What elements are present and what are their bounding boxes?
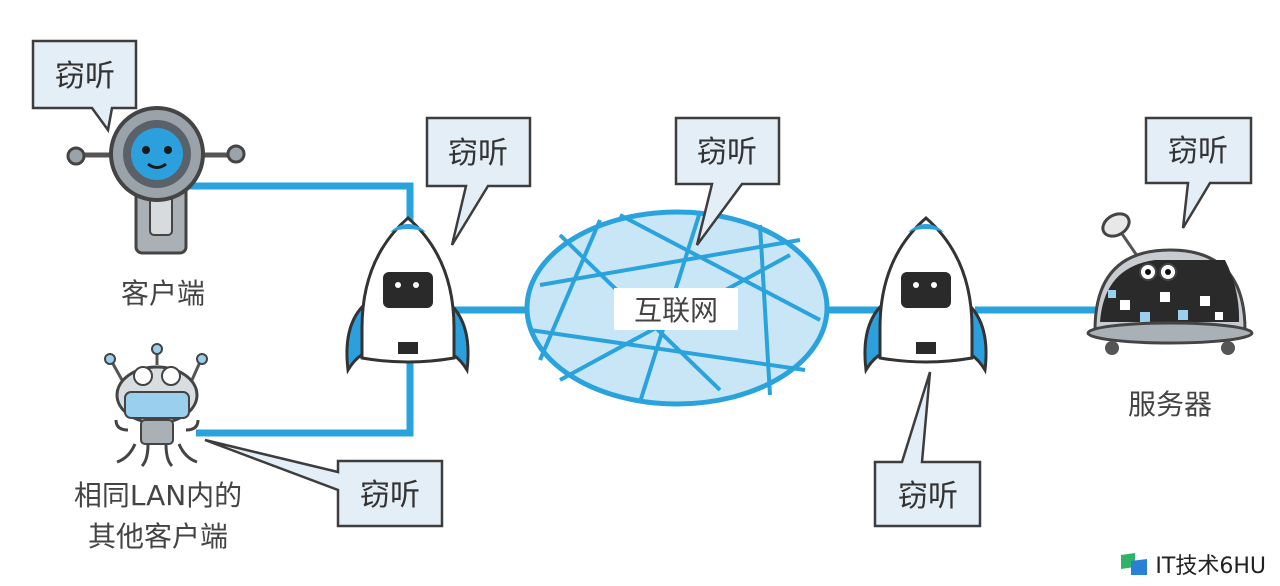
internet-label: 互联网 xyxy=(634,294,718,327)
internet-cloud: 互联网 xyxy=(524,209,830,407)
eavesdrop-bubble-router-right: 窃听 xyxy=(873,371,982,528)
watermark-logo-icon xyxy=(1121,553,1148,575)
eavesdrop-label: 窃听 xyxy=(55,59,115,94)
lan-client-label-line1: 相同LAN内的 xyxy=(74,479,242,512)
eavesdrop-bubble-internet: 窃听 xyxy=(674,116,781,246)
lan-client-robot xyxy=(104,343,208,468)
client-to-router-line xyxy=(188,182,414,230)
eavesdrop-label: 窃听 xyxy=(898,479,958,514)
server-label: 服务器 xyxy=(1128,388,1212,421)
network-lines xyxy=(188,182,1110,437)
eavesdrop-label: 窃听 xyxy=(1168,134,1228,169)
client-robot xyxy=(66,106,246,255)
eavesdrop-label: 窃听 xyxy=(448,136,508,171)
eavesdrop-bubble-client: 窃听 xyxy=(31,39,138,134)
watermark-text: IT技术6HU xyxy=(1155,554,1266,579)
eavesdrop-label: 窃听 xyxy=(360,478,420,513)
lan-client-to-router-line xyxy=(196,360,414,437)
eavesdrop-bubble-router-left: 窃听 xyxy=(425,116,532,246)
internet-label-box xyxy=(614,288,738,330)
eavesdrop-label: 窃听 xyxy=(697,135,757,170)
lan-client-label-line2: 其他客户端 xyxy=(88,520,228,553)
router-rocket-left xyxy=(345,216,470,375)
router-rocket-right xyxy=(863,216,988,375)
server-robot xyxy=(1086,212,1254,355)
eavesdrop-bubble-server: 窃听 xyxy=(1144,116,1253,229)
watermark: IT技术6HU xyxy=(1119,548,1266,580)
client-label: 客户端 xyxy=(121,277,205,310)
eavesdrop-bubble-lan: 窃听 xyxy=(204,438,444,528)
